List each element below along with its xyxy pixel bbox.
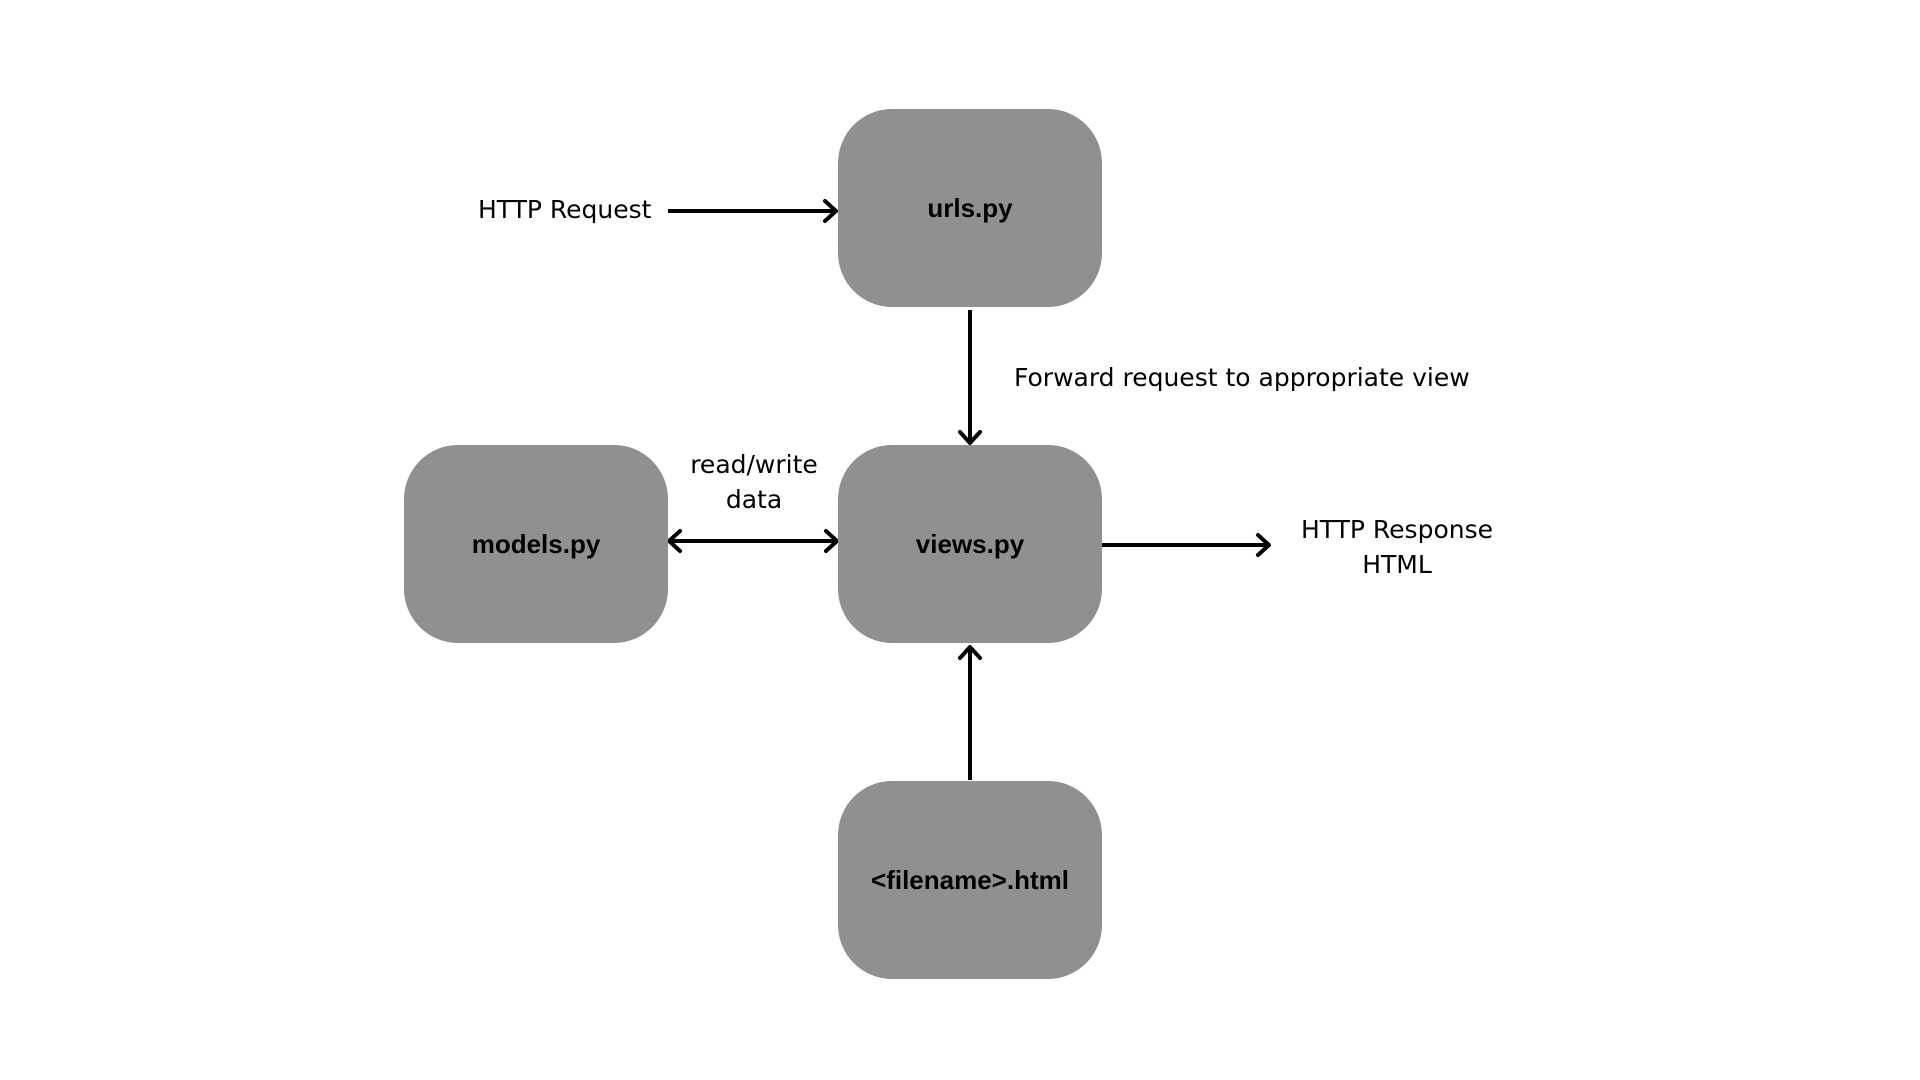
read-write-label-line1: read/write xyxy=(690,450,818,479)
forward-request-label: Forward request to appropriate view xyxy=(1014,363,1470,392)
arrow-models-views-bidirectional xyxy=(667,529,839,553)
http-response-label-line2: HTML xyxy=(1362,550,1432,579)
read-write-label: read/write data xyxy=(680,447,828,517)
arrow-request-to-urls xyxy=(668,199,838,223)
urls-node: urls.py xyxy=(838,109,1102,307)
models-node-label: models.py xyxy=(471,528,601,559)
http-response-label: HTTP Response HTML xyxy=(1290,512,1504,582)
template-node-label: <filename>.html xyxy=(871,864,1069,895)
template-node: <filename>.html xyxy=(838,781,1102,979)
read-write-label-line2: data xyxy=(725,485,783,514)
http-response-label-line1: HTTP Response xyxy=(1301,515,1493,544)
arrow-template-to-views xyxy=(958,645,982,780)
arrow-urls-to-views xyxy=(958,310,982,445)
urls-node-label: urls.py xyxy=(927,192,1013,223)
models-node: models.py xyxy=(404,445,668,643)
views-node: views.py xyxy=(838,445,1102,643)
views-node-label: views.py xyxy=(915,528,1025,559)
http-request-label: HTTP Request xyxy=(478,195,652,224)
arrow-views-to-response xyxy=(1102,533,1271,557)
